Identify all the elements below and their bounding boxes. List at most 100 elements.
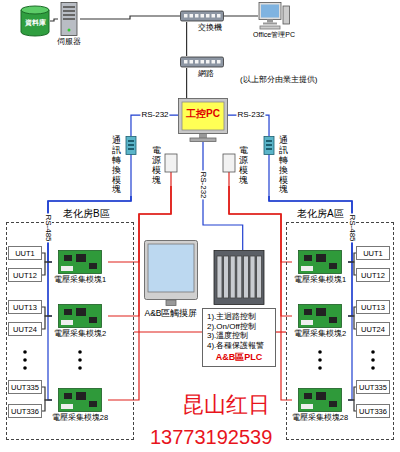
monitor-screen xyxy=(182,102,224,130)
pcb-board xyxy=(59,389,102,412)
connector xyxy=(42,262,52,275)
aging-room-zone: 老化房A區UUT1UUT12電壓采集模塊1UUT13UUT24電壓采集模塊2UU… xyxy=(286,222,394,440)
signal-label: RS-485 xyxy=(348,213,356,242)
shape-part xyxy=(61,404,73,409)
uut-box: UUT24 xyxy=(356,322,390,336)
connector xyxy=(48,196,131,316)
node-label: UUT12 xyxy=(13,271,37,280)
shape-part xyxy=(224,256,229,298)
node-shape xyxy=(58,304,102,328)
shape-part xyxy=(257,256,262,298)
connector xyxy=(348,387,356,400)
node-label: 工控PC xyxy=(186,108,220,120)
shape-part xyxy=(316,254,326,262)
watermark: 13773192539 xyxy=(150,427,272,447)
office-pc: Office管理PC xyxy=(258,2,290,30)
watermark: 昆山红日 xyxy=(182,394,270,416)
node-shape xyxy=(164,146,178,186)
node-label: 電壓采集模塊1 xyxy=(294,275,346,284)
plc-text-box: 1).主迴路控制2).On/Off控制3).溫度控制4).各種保護報警A&B區P… xyxy=(202,308,276,367)
node-label: UUT24 xyxy=(13,325,37,334)
node-label: 資料庫 xyxy=(25,19,46,27)
shape-part xyxy=(206,60,210,64)
connector xyxy=(134,331,202,332)
connector xyxy=(348,262,356,275)
node-label: 電壓采集模塊2 xyxy=(54,329,106,338)
converter-module: 通訊轉換模塊 xyxy=(112,136,138,196)
power-module: 電源模塊 xyxy=(152,146,178,186)
shape-part xyxy=(63,10,75,12)
node-shape xyxy=(58,388,102,412)
node-shape xyxy=(258,2,290,30)
shape-part xyxy=(243,256,248,298)
shape-part xyxy=(63,6,75,8)
connector xyxy=(348,316,356,329)
network-switch: 網路 xyxy=(180,56,224,68)
signal-label: RS-485 xyxy=(44,213,52,242)
connector xyxy=(348,253,356,262)
monitor xyxy=(259,3,281,20)
shape-part xyxy=(64,309,72,315)
shape-part xyxy=(304,255,312,261)
node-label: UUT336 xyxy=(359,407,387,416)
shape-part xyxy=(61,266,73,271)
industrial-pc: 工控PC xyxy=(178,98,228,142)
plc-rack xyxy=(214,251,264,305)
shape-part xyxy=(301,266,313,271)
shape-part xyxy=(316,392,326,400)
shape-part xyxy=(304,393,312,399)
pcb-board xyxy=(59,305,102,328)
node-label: 電源模塊 xyxy=(239,146,248,186)
connector xyxy=(42,253,52,262)
voltage-module: 電壓采集模塊1 xyxy=(292,250,348,286)
screen-frame xyxy=(145,241,198,300)
uut-box: UUT13 xyxy=(8,300,42,314)
shape-part xyxy=(128,140,134,142)
shape-part xyxy=(184,60,188,64)
shape-part xyxy=(301,320,313,325)
node-label: 電壓采集模塊28 xyxy=(292,413,348,422)
connector xyxy=(48,196,131,400)
converter-body xyxy=(264,137,274,155)
voltage-module: 電壓采集模塊2 xyxy=(292,304,348,340)
shape-part xyxy=(267,20,273,23)
node-label: UUT24 xyxy=(361,325,385,334)
cylinder-top xyxy=(21,6,49,14)
led xyxy=(68,29,71,32)
shape-part xyxy=(237,256,242,298)
shape-part xyxy=(184,14,188,18)
uut-box: UUT1 xyxy=(8,246,42,260)
power-box xyxy=(223,154,235,172)
node-shape xyxy=(298,388,342,412)
uut-box: UUT12 xyxy=(356,268,390,282)
shape-part xyxy=(199,134,207,138)
shape-part xyxy=(266,144,272,146)
touch-screen: A&B區觸摸屏 xyxy=(144,240,198,320)
uut-box: UUT336 xyxy=(356,404,390,418)
uut-box: UUT336 xyxy=(8,404,42,418)
node-shape xyxy=(124,136,138,196)
node-label: 交換機 xyxy=(198,23,222,33)
voltage-module: 電壓采集模塊1 xyxy=(52,250,108,286)
monitor-frame xyxy=(179,99,228,134)
converter-body xyxy=(126,137,136,155)
node-shape xyxy=(58,250,102,274)
shape-part xyxy=(190,60,194,64)
database-cylinder: 資料庫 xyxy=(20,5,50,37)
connector xyxy=(42,307,52,316)
pc-tower xyxy=(283,6,290,24)
shape-part xyxy=(63,18,75,20)
uut-box: UUT1 xyxy=(356,246,390,260)
node-label: UUT12 xyxy=(361,271,385,280)
uut-box: UUT12 xyxy=(8,268,42,282)
connector xyxy=(276,331,286,332)
shape-part xyxy=(190,138,216,142)
node-shape xyxy=(262,136,276,196)
node-label: 通訊轉換模塊 xyxy=(279,136,288,195)
power-box xyxy=(165,154,177,172)
continuation-dots xyxy=(23,350,375,370)
power-wire xyxy=(228,172,229,186)
shape-part xyxy=(212,14,216,18)
shape-part xyxy=(89,263,97,269)
shape-part xyxy=(206,14,210,18)
